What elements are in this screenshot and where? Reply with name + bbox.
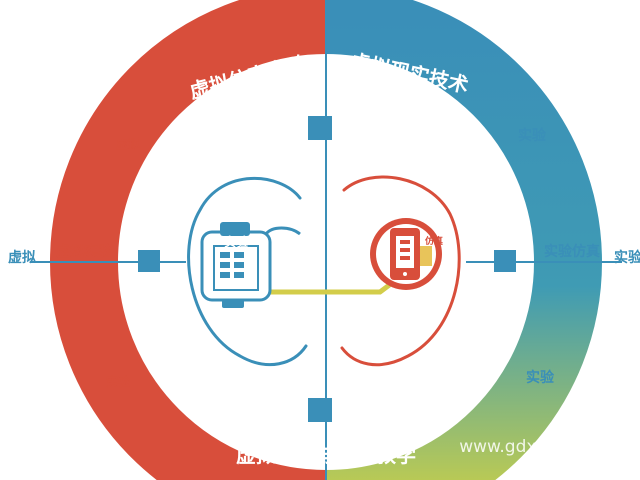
label-far-left: 虚拟 — [8, 249, 36, 266]
node-square-left — [138, 250, 160, 272]
inner-arc-right — [340, 175, 461, 367]
label-right-lower: 实验 — [526, 369, 555, 386]
inner-arc-left — [187, 177, 308, 367]
label-left-lower: 实验 — [106, 374, 131, 389]
node-square-right — [494, 250, 516, 272]
node-square-top — [308, 116, 332, 140]
label-left-middle: 虚拟实验 — [56, 243, 113, 260]
node-square-bottom — [308, 398, 332, 422]
watermark-text: www.gdxmfw.com — [459, 437, 613, 457]
label-right-upper: 实验 — [518, 127, 547, 144]
document-machine-icon — [200, 222, 272, 308]
ring-label-bottom: 虚拟现实与实验教学 — [236, 443, 416, 467]
phone-device-icon — [370, 218, 442, 290]
label-right-middle: 实验仿真 — [544, 243, 600, 260]
label-left-upper: 虚拟 — [116, 136, 140, 151]
left-node-title: 实验 — [224, 234, 249, 249]
right-node-title: 仿真 — [425, 235, 443, 247]
label-far-right: 实验 — [614, 249, 640, 266]
